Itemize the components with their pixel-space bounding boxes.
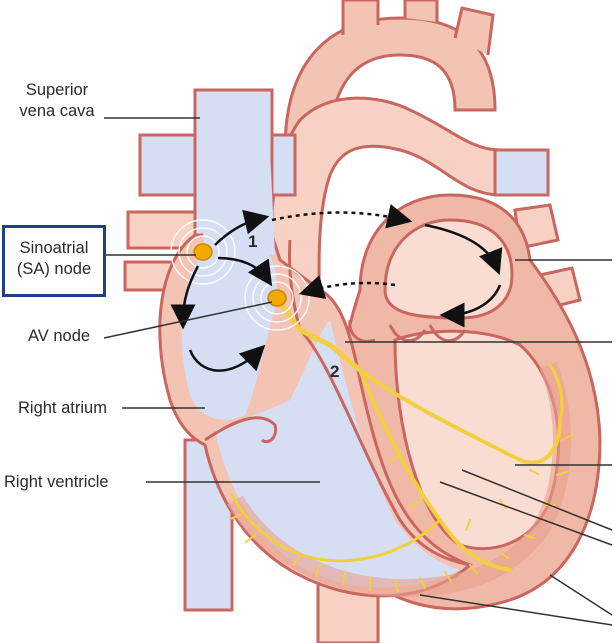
pulmonary-artery-right	[493, 148, 550, 197]
interventricular-septum	[298, 328, 471, 567]
arrow-sa-down	[170, 265, 200, 330]
bundle-of-his	[275, 297, 363, 373]
av-node	[267, 289, 287, 307]
label-superior-vena-cava: Superior vena cava	[12, 80, 102, 122]
sa-node-rings	[170, 219, 236, 285]
leader-av	[103, 301, 273, 339]
label-right-ventricle: Right ventricle	[4, 473, 109, 491]
atrial-septum	[288, 239, 302, 331]
sinoatrial-highlight-box	[2, 225, 106, 297]
aorta	[283, 16, 497, 152]
purkinje-left	[548, 363, 564, 422]
arrow-la-to-av	[298, 275, 396, 300]
tricuspid-valve	[204, 416, 278, 444]
leader-right-4a	[461, 469, 613, 531]
arrow-la-loop-top	[424, 223, 503, 275]
impulse-arrows	[170, 204, 503, 372]
purkinje-right	[230, 493, 442, 563]
label-svc-line1: Superior	[25, 81, 89, 99]
label-right-atrium: Right atrium	[18, 399, 107, 417]
leader-right-5a	[549, 574, 613, 616]
step-number-1: 1	[248, 232, 258, 251]
leader-right-4b	[439, 481, 613, 546]
label-svc-line2: vena cava	[19, 102, 95, 120]
aortic-branch-3	[453, 6, 495, 56]
arrow-ra-loop	[188, 344, 266, 372]
step-number-2: 2	[330, 362, 340, 381]
leader-lines	[103, 117, 613, 626]
left-atrium	[383, 218, 514, 320]
label-av-node: AV node	[28, 327, 91, 345]
aortic-branch-1	[341, 0, 380, 35]
label-sa-line2: (SA) node	[16, 260, 92, 278]
sa-node	[193, 243, 213, 261]
left-bundle-branch	[358, 368, 562, 465]
leader-right-5b	[419, 594, 613, 626]
arrow-sa-to-av	[217, 256, 273, 287]
interior-twigs	[389, 454, 539, 531]
aortic-branch-2	[403, 0, 439, 22]
right-bundle-branch	[358, 368, 512, 572]
arrow-la-loop-bottom	[439, 284, 502, 328]
purkinje-band	[227, 361, 571, 598]
right-ventricle	[215, 320, 460, 588]
right-atrium	[181, 245, 277, 420]
arrow-sa-to-up	[214, 209, 270, 246]
label-sinoatrial-node: Sinoatrial (SA) node	[6, 238, 102, 280]
label-sa-line1: Sinoatrial	[19, 239, 89, 257]
mitral-valve	[348, 319, 467, 343]
conduction-system	[229, 297, 573, 592]
right-atrium-upper	[197, 150, 275, 260]
